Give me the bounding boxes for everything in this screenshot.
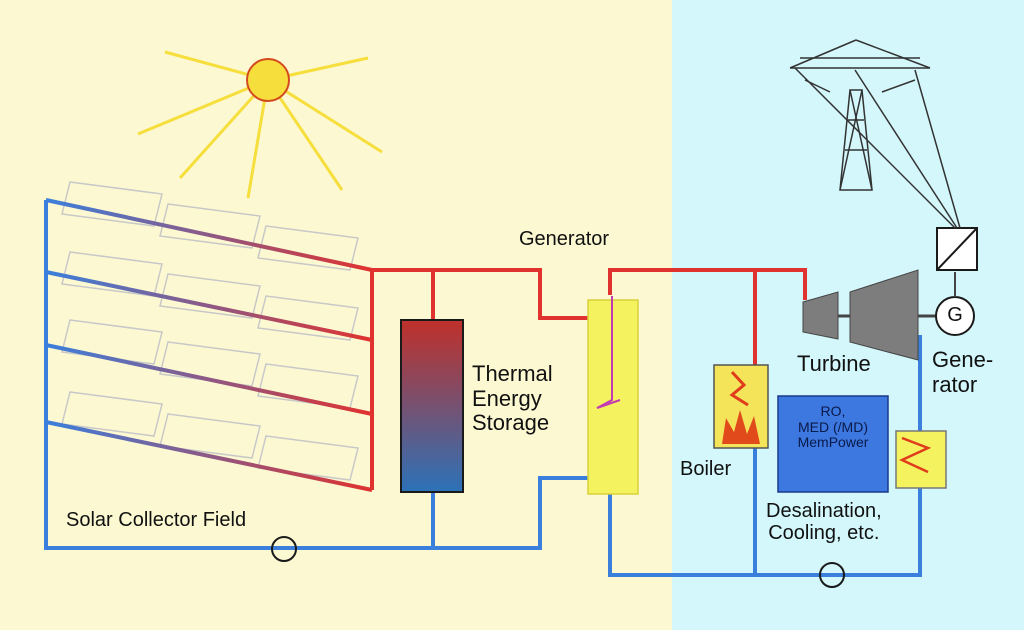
solar-field-label: Solar Collector Field <box>66 509 247 531</box>
pump-icon <box>819 562 845 588</box>
desalination-unit-box <box>777 395 889 493</box>
power-pylon-icon <box>789 39 961 229</box>
boiler-flame-icon <box>713 364 769 449</box>
transformer-icon <box>936 227 978 297</box>
heat-exchanger-icon <box>587 296 639 495</box>
sun-icon <box>137 50 383 199</box>
desalination-unit-label: RO, MED (/MD) MemPower <box>797 403 869 451</box>
cold-header-pipe <box>44 200 590 550</box>
pump-icon <box>271 536 297 562</box>
desalination-label: Desalination, Cooling, etc. <box>766 500 882 545</box>
generator-symbol: G <box>947 304 963 326</box>
plant-hot-pipe <box>608 268 807 300</box>
hot-pipes <box>370 268 807 490</box>
generator-hx-label: Generator <box>519 228 610 250</box>
collector-loops <box>45 198 373 492</box>
heat-exchanger-icon <box>895 430 947 489</box>
hot-supply-pipe <box>372 268 590 320</box>
turbine-icon <box>802 269 936 361</box>
boiler-label: Boiler <box>680 458 732 480</box>
solar-side-background <box>0 0 672 630</box>
generator-unit-label: Gene- rator <box>932 347 994 397</box>
storage-tank-icon <box>400 319 464 493</box>
turbine-label: Turbine <box>797 351 871 376</box>
thermal-storage-label: Thermal Energy Storage <box>472 361 553 436</box>
